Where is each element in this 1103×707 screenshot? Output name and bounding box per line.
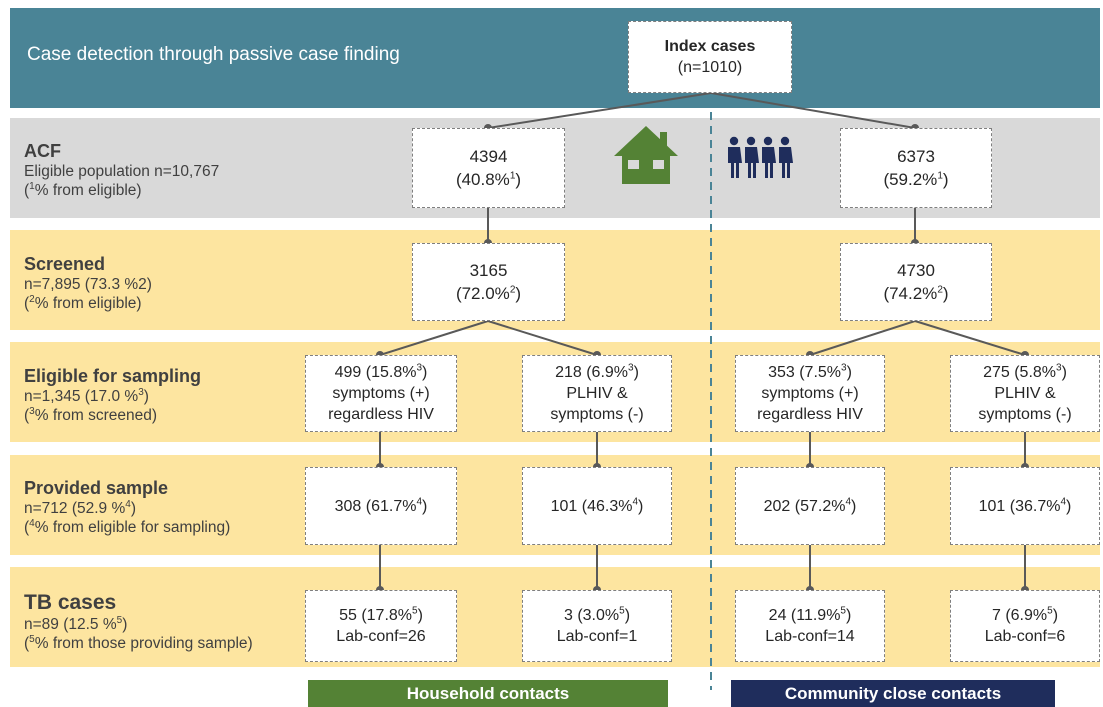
screened-label: Screened n=7,895 (73.3 %2) (2% from elig… (24, 253, 152, 313)
header-title: Case detection through passive case find… (27, 44, 400, 65)
provided-line1: n=712 (52.9 %4) (24, 498, 136, 517)
household-acf-box: 4394 (40.8%1) (412, 128, 565, 208)
community-provided-plhiv-box: 101 (36.7%4) (950, 467, 1100, 545)
tb-label: TB cases n=89 (12.5 %5) (5% from those p… (24, 590, 253, 653)
index-to-household-line (487, 92, 712, 129)
household-provided-symptoms-box: 308 (61.7%4) (305, 467, 457, 545)
house-icon (614, 126, 678, 184)
eligible-label: Eligible for sampling n=1,345 (17.0 %3) … (24, 365, 201, 425)
acf-heading: ACF (24, 141, 61, 161)
household-provided-plhiv-box: 101 (46.3%4) (522, 467, 672, 545)
community-acf-box: 6373 (59.2%1) (840, 128, 992, 208)
screened-line1: n=7,895 (73.3 %2) (24, 276, 152, 293)
household-eligible-symptoms-box: 499 (15.8%3) symptoms (+) regardless HIV (305, 355, 457, 432)
eligible-note: (3% from screened) (24, 405, 158, 424)
tb-heading: TB cases (24, 591, 117, 614)
index-to-community-line (710, 92, 916, 129)
tb-line1: n=89 (12.5 %5) (24, 614, 128, 633)
header-band (10, 8, 1100, 108)
household-contacts-footer: Household contacts (308, 680, 668, 707)
people-icon (728, 136, 793, 178)
community-tb-symptoms-box: 24 (11.9%5) Lab-conf=14 (735, 590, 885, 662)
household-tb-plhiv-box: 3 (3.0%5) Lab-conf=1 (522, 590, 672, 662)
community-eligible-plhiv-box: 275 (5.8%3) PLHIV & symptoms (-) (950, 355, 1100, 432)
eligible-heading: Eligible for sampling (24, 366, 202, 386)
community-provided-symptoms-box: 202 (57.2%4) (735, 467, 885, 545)
household-eligible-plhiv-box: 218 (6.9%3) PLHIV & symptoms (-) (522, 355, 672, 432)
acf-note: (1% from eligible) (24, 180, 142, 199)
household-screened-box: 3165 (72.0%2) (412, 243, 565, 321)
provided-heading: Provided sample (24, 478, 169, 498)
index-cases-box: Index cases (n=1010) (628, 21, 792, 93)
index-n: (n=1010) (677, 59, 743, 76)
provided-note: (4% from eligible for sampling) (24, 517, 231, 536)
community-contacts-footer: Community close contacts (731, 680, 1055, 707)
community-tb-plhiv-box: 7 (6.9%5) Lab-conf=6 (950, 590, 1100, 662)
acf-line1: Eligible population n=10,767 (24, 163, 220, 180)
acf-label: ACF Eligible population n=10,767 (1% fro… (24, 140, 219, 200)
eligible-line1: n=1,345 (17.0 %3) (24, 386, 149, 405)
community-eligible-symptoms-box: 353 (7.5%3) symptoms (+) regardless HIV (735, 355, 885, 432)
household-tb-symptoms-box: 55 (17.8%5) Lab-conf=26 (305, 590, 457, 662)
tb-note: (5% from those providing sample) (24, 633, 253, 652)
screened-heading: Screened (24, 254, 106, 274)
community-screened-box: 4730 (74.2%2) (840, 243, 992, 321)
provided-label: Provided sample n=712 (52.9 %4) (4% from… (24, 477, 230, 537)
screened-note: (2% from eligible) (24, 293, 142, 312)
index-title: Index cases (664, 38, 756, 55)
